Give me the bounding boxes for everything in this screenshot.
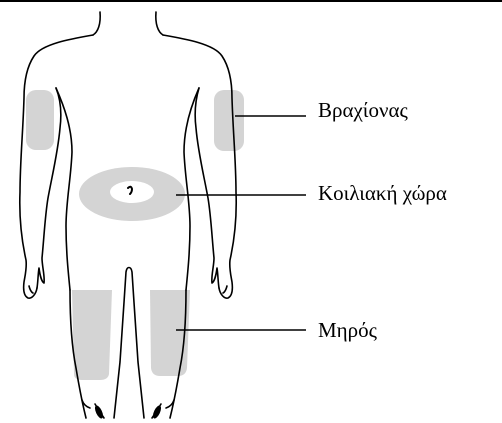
injection-area-left-arm bbox=[214, 90, 244, 151]
label-abdomen: Κοιλιακή χώρα bbox=[318, 183, 447, 204]
injection-area-right-thigh bbox=[72, 290, 112, 380]
injection-area-right-arm bbox=[26, 90, 54, 150]
label-arm: Βραχίονας bbox=[318, 100, 408, 121]
label-thigh: Μηρός bbox=[318, 320, 377, 341]
